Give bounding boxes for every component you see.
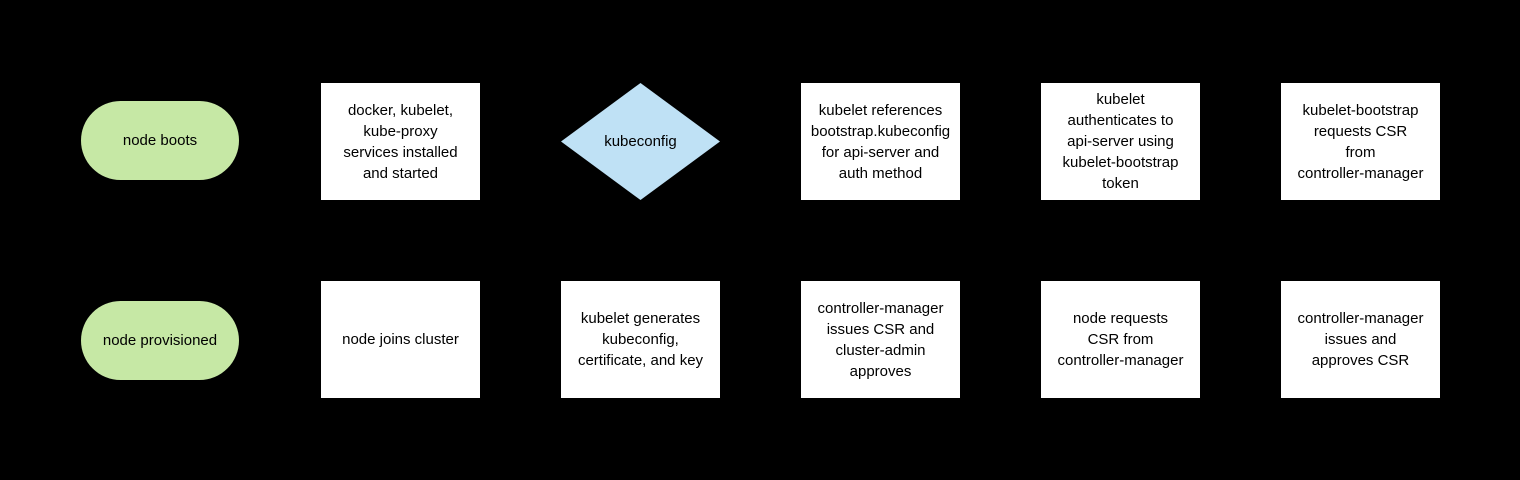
flow-node-label-node-boots: node boots xyxy=(122,132,198,149)
flow-node-kubelet-authenticates[interactable]: kubelet authenticates to api-server usin… xyxy=(1041,83,1200,200)
flow-node-label-kubeconfig-decision: kubeconfig xyxy=(604,133,677,150)
flow-node-label-kubelet-bootstrap-requests-csr: kubelet-bootstrap requests CSR from cont… xyxy=(1297,101,1424,182)
flow-node-label-kubelet-authenticates: kubelet authenticates to api-server usin… xyxy=(1062,91,1179,192)
flow-node-services-installed[interactable]: docker, kubelet, kube-proxy services ins… xyxy=(321,83,480,200)
flow-node-label-node-requests-csr: node requests CSR from controller-manage… xyxy=(1057,310,1184,369)
flow-node-node-joins-cluster[interactable]: node joins cluster xyxy=(321,281,480,398)
flow-node-controller-manager-issues-approves[interactable]: controller-manager issues and approves C… xyxy=(1281,281,1440,398)
flow-node-kubeconfig-decision[interactable]: kubeconfig xyxy=(561,83,720,200)
flow-node-controller-manager-issues-csr[interactable]: controller-manager issues CSR and cluste… xyxy=(801,281,960,398)
flow-node-kubelet-references-bootstrap[interactable]: kubelet references bootstrap.kubeconfig … xyxy=(801,83,960,200)
flow-node-kubelet-bootstrap-requests-csr[interactable]: kubelet-bootstrap requests CSR from cont… xyxy=(1281,83,1440,200)
flow-node-label-kubelet-generates-kubeconfig: kubelet generates kubeconfig, certificat… xyxy=(577,310,704,369)
flow-node-label-node-joins-cluster: node joins cluster xyxy=(342,331,459,348)
flow-node-label-node-provisioned: node provisioned xyxy=(102,332,218,349)
flow-node-kubelet-generates-kubeconfig[interactable]: kubelet generates kubeconfig, certificat… xyxy=(561,281,720,398)
flow-node-label-services-installed: docker, kubelet, kube-proxy services ins… xyxy=(343,101,458,182)
flow-node-node-provisioned[interactable]: node provisioned xyxy=(81,301,239,380)
flow-node-label-controller-manager-issues-csr: controller-manager issues CSR and cluste… xyxy=(817,299,944,380)
flow-node-node-boots[interactable]: node boots xyxy=(81,101,239,180)
flow-node-label-controller-manager-issues-approves: controller-manager issues and approves C… xyxy=(1297,310,1424,369)
flow-node-node-requests-csr[interactable]: node requests CSR from controller-manage… xyxy=(1041,281,1200,398)
flow-node-label-kubelet-references-bootstrap: kubelet references bootstrap.kubeconfig … xyxy=(810,101,951,182)
